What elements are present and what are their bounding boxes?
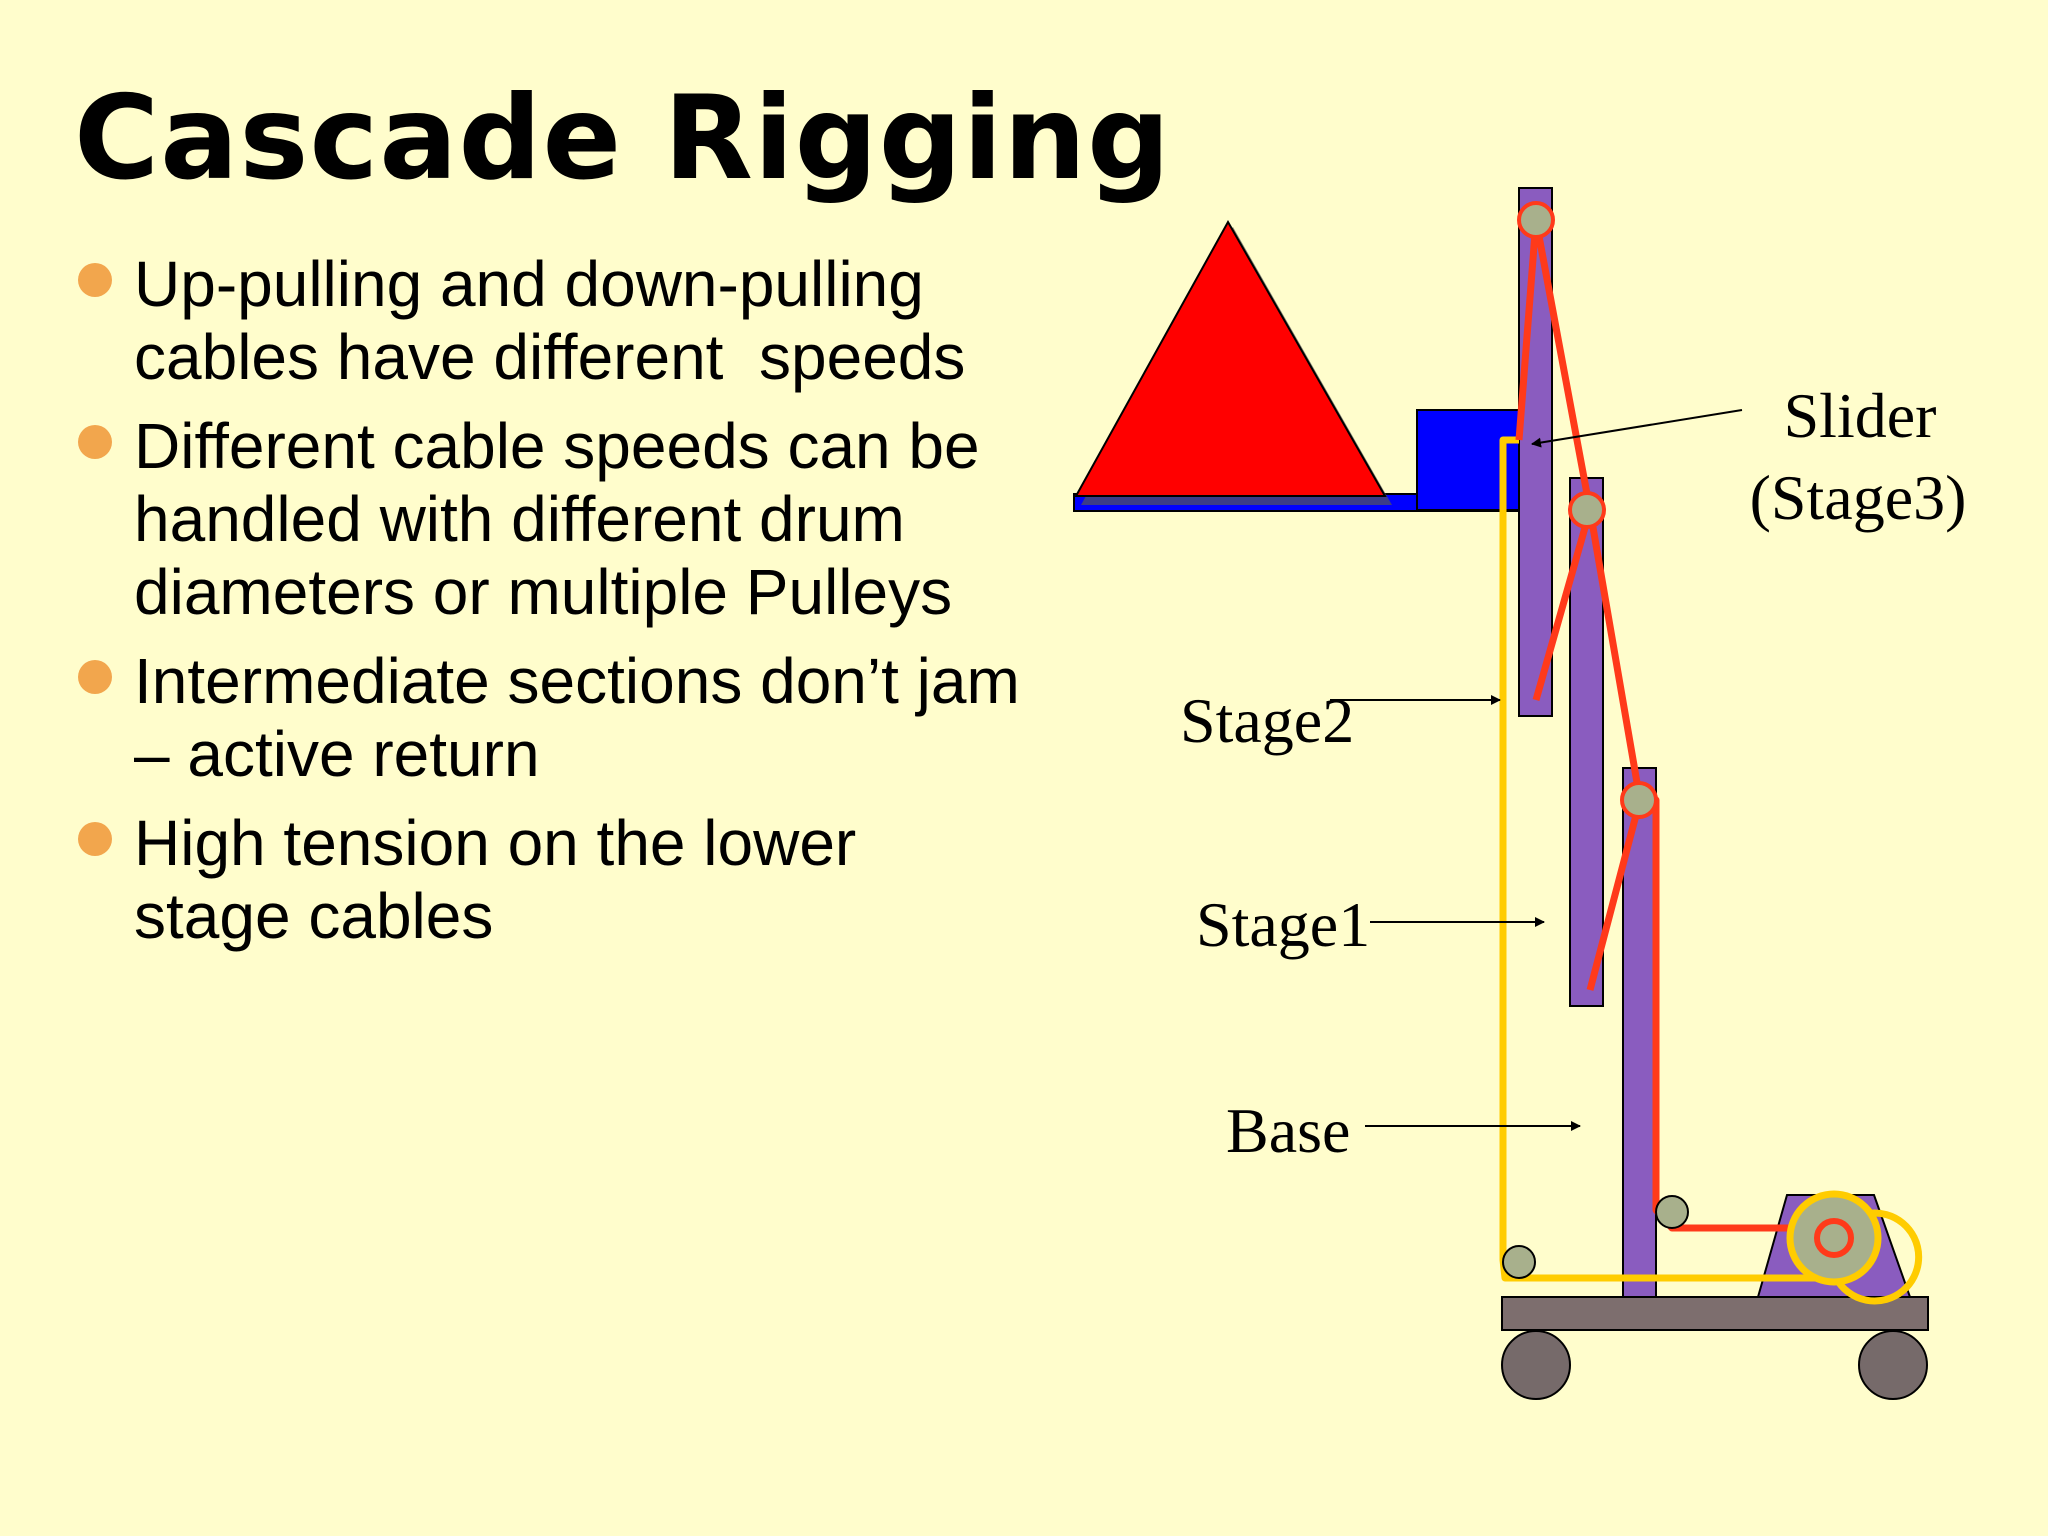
bullet-item: Intermediate sections don’t jam – active… [74, 645, 1094, 791]
wheel-right [1858, 1330, 1928, 1400]
bullet-item: High tension on the lower stage cables [74, 807, 1094, 953]
bullet-item: Different cable speeds can be handled wi… [74, 410, 1094, 629]
pulley-base-bottom [1655, 1195, 1689, 1229]
bullet-item: Up-pulling and down-pulling cables have … [74, 248, 1094, 394]
bullet-text: Up-pulling and down-pulling cables have … [134, 248, 966, 393]
bullet-list: Up-pulling and down-pulling cables have … [74, 248, 1094, 969]
pulley-return-bottom [1502, 1245, 1536, 1279]
base-frame [1501, 1296, 1929, 1331]
bullet-dot-icon [78, 822, 112, 856]
return-cable [1499, 436, 1850, 1282]
up-cable [1515, 216, 1594, 701]
slider-stage3-label: (Stage3) [1750, 462, 1967, 533]
pulley-stage1-top [1568, 491, 1606, 529]
drum-outer [1786, 1190, 1882, 1286]
bullet-dot-icon [78, 263, 112, 297]
up-cable-base [1640, 796, 1832, 1232]
stage1-label: Stage1 [1196, 889, 1370, 960]
pulley-stage2-top [1517, 201, 1555, 239]
base-label: Base [1226, 1095, 1350, 1166]
pulley-base-top [1620, 781, 1658, 819]
slide-title: Cascade Rigging [74, 71, 1172, 206]
load-triangle [1074, 219, 1387, 497]
bullet-text: Intermediate sections don’t jam – active… [134, 645, 1020, 790]
stage2-label: Stage2 [1180, 685, 1354, 756]
wheel-left [1501, 1330, 1571, 1400]
bullet-text: High tension on the lower stage cables [134, 807, 857, 952]
bullet-dot-icon [78, 425, 112, 459]
slider-label: Slider [1784, 380, 1937, 451]
slider-leader-arrow [1531, 409, 1743, 448]
drum-inner [1814, 1218, 1854, 1258]
bullet-text: Different cable speeds can be handled wi… [134, 410, 980, 628]
bullet-dot-icon [78, 660, 112, 694]
